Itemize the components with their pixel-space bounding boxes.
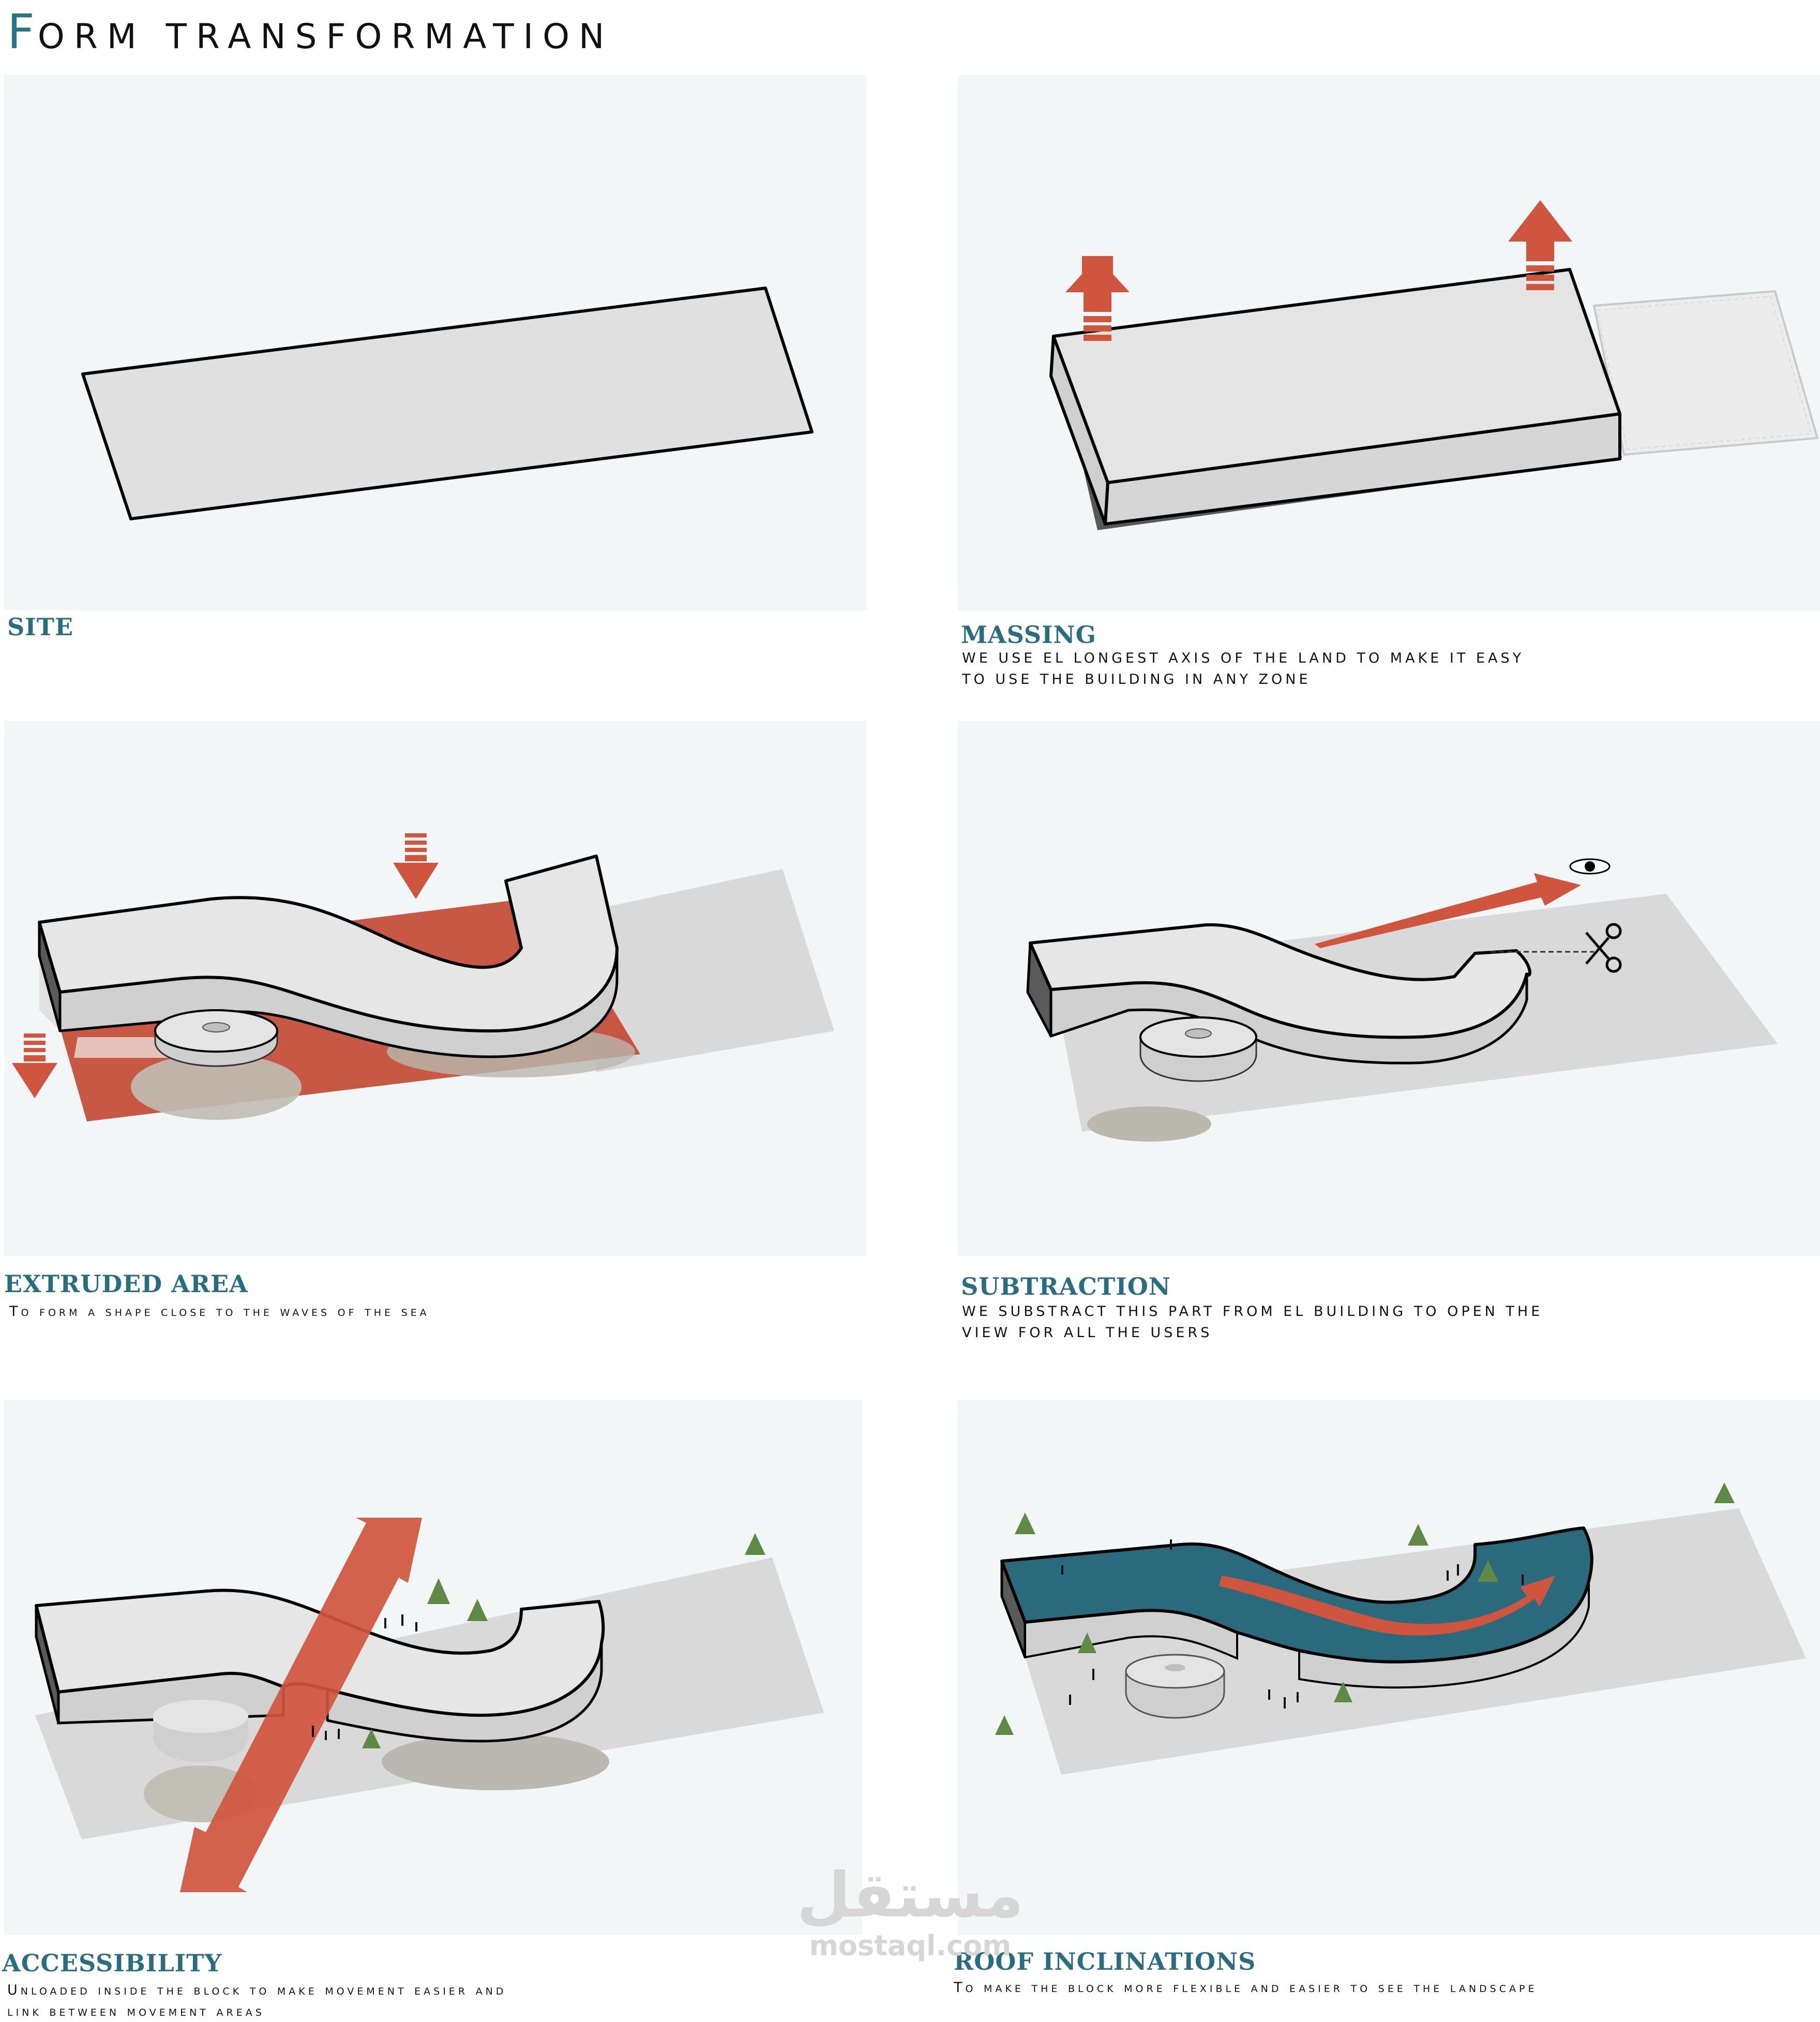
massing-description-line: WE USE EL LONGEST AXIS OF THE LAND TO MA…	[962, 650, 1525, 666]
extruded-area-description-line: To form a shape close to the waves of th…	[9, 1304, 430, 1320]
roof-inclinations-heading: ROOF INCLINATIONS	[954, 1948, 1256, 1975]
accessibility-description: Unloaded inside the block to make moveme…	[7, 1980, 506, 2022]
massing-description-line: TO USE THE BUILDING IN ANY ZONE	[962, 671, 1311, 687]
roof-inclinations-illustration	[995, 1482, 1806, 1775]
roof-inclinations-description: To make the block more flexible and easi…	[954, 1977, 1537, 1998]
people-icon	[312, 1614, 417, 1740]
page-title: FORM TRANSFORMATION	[7, 4, 613, 59]
subtraction-description: WE SUBSTRACT THIS PART FROM EL BUILDING …	[962, 1301, 1543, 1343]
roof-inclinations-description-line: To make the block more flexible and easi…	[954, 1980, 1538, 1996]
arrow-up-right	[1508, 200, 1572, 290]
tree-icon	[362, 1533, 765, 1748]
subtraction-heading: SUBTRACTION	[961, 1272, 1171, 1300]
site-heading: SITE	[7, 613, 74, 641]
arrow-down-top	[393, 833, 439, 899]
accessibility-description-line: link between movement areas	[7, 2003, 265, 2019]
watermark-arabic: مستقل	[796, 1860, 1024, 1931]
watermark-latin: mostaql.com	[809, 1929, 1012, 1962]
tree-icon	[995, 1482, 1735, 1735]
watermark-logo: مستقل mostaql.com	[796, 1860, 1024, 1963]
massing-description: WE USE EL LONGEST AXIS OF THE LAND TO MA…	[962, 648, 1524, 690]
arrow-down-left	[12, 1034, 57, 1098]
eye-icon	[1569, 858, 1611, 875]
extruded-area-heading: EXTRUDED AREA	[4, 1270, 248, 1298]
diagram-subtraction	[958, 721, 1820, 1256]
accessibility-heading: ACCESSIBILITY	[2, 1949, 222, 1977]
site-illustration	[81, 287, 814, 520]
diagram-massing	[958, 75, 1820, 610]
subtraction-description-line: VIEW FOR ALL THE USERS	[962, 1325, 1213, 1341]
accessibility-description-line: Unloaded inside the block to make moveme…	[7, 1982, 507, 1998]
extruded-area-illustration	[12, 833, 834, 1121]
massing-illustration	[1049, 200, 1819, 530]
scissors-icon	[1585, 923, 1622, 973]
page-title-initial: F	[7, 4, 38, 59]
accessibility-illustration	[35, 1518, 824, 1892]
diagram-site	[4, 75, 867, 610]
massing-heading: MASSING	[961, 621, 1096, 649]
diagram-accessibility	[4, 1400, 863, 1935]
subtraction-description-line: WE SUBSTRACT THIS PART FROM EL BUILDING …	[962, 1304, 1543, 1320]
diagram-extruded-area	[4, 721, 867, 1256]
arrow-up-left	[1065, 256, 1130, 341]
people-icon	[1061, 1539, 1524, 1709]
diagram-roof-inclinations	[958, 1400, 1820, 1935]
page-title-rest: ORM TRANSFORMATION	[37, 17, 614, 56]
subtraction-illustration	[1026, 858, 1778, 1142]
extruded-area-description: To form a shape close to the waves of th…	[9, 1301, 430, 1322]
